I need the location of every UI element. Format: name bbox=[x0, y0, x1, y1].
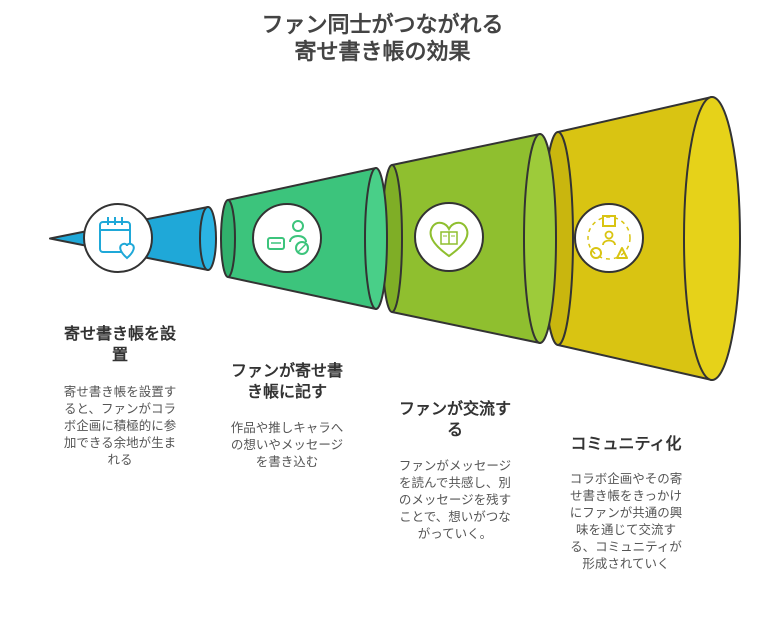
stage-3-heading-line: ファンが交流す bbox=[398, 399, 511, 418]
stage-2-heading-line: ファンが寄せ書 bbox=[230, 361, 343, 380]
stage-2-description: 作品や推しキャラへ の想いやメッセージ を書き込む bbox=[205, 419, 369, 470]
people-exchange-icon bbox=[252, 203, 322, 273]
stage-4-description: コラボ企画やその寄 せ書き帳をきっかけ にファンが共通の興 味を通じて交流す る… bbox=[540, 470, 712, 572]
stage-3-desc-line: のメッセージを残す bbox=[398, 492, 512, 507]
stage-1-desc-line: ボ企画に積極的に参 bbox=[63, 418, 177, 433]
diagram-title: ファン同士がつながれる 寄せ書き帳の効果 bbox=[0, 12, 765, 66]
stage-3-desc-line: を読んで共感し、別 bbox=[399, 475, 511, 490]
stage-2-desc-line: の想いやメッセージ bbox=[230, 437, 344, 452]
calendar-heart-icon bbox=[83, 203, 153, 273]
stage-4-desc-line: 形成されていく bbox=[582, 556, 670, 571]
stage-4-desc-line: る、コミュニティが bbox=[570, 539, 682, 554]
stage-2-heading: ファンが寄せ書 き帳に記す bbox=[205, 360, 369, 402]
stage-1-heading-line: 置 bbox=[111, 345, 128, 364]
stage-4-desc-line: にファンが共通の興 bbox=[569, 505, 683, 520]
stage-3-desc-line: ファンがメッセージ bbox=[398, 458, 512, 473]
stage-3-heading: ファンが交流す る bbox=[373, 398, 537, 440]
community-shapes-icon bbox=[574, 203, 644, 273]
stage-2-desc-line: を書き込む bbox=[255, 454, 319, 469]
stage-4-desc-line: コラボ企画やその寄 bbox=[569, 471, 683, 486]
heart-book-icon bbox=[414, 202, 484, 272]
stage-1-description: 寄せ書き帳を設置す ると、ファンがコラ ボ企画に積極的に参 加できる余地が生ま … bbox=[38, 383, 202, 468]
stage-4-heading: コミュニティ化 bbox=[540, 433, 712, 454]
title-line-2: 寄せ書き帳の効果 bbox=[294, 40, 471, 65]
stage-1-desc-line: れる bbox=[107, 452, 133, 467]
stage-4-desc-line: 味を通じて交流す bbox=[575, 522, 676, 537]
stage-3-heading-line: る bbox=[446, 420, 463, 439]
stage-2-desc-line: 作品や推しキャラへ bbox=[230, 420, 344, 435]
stage-4-desc-line: せ書き帳をきっかけ bbox=[569, 488, 682, 503]
stage-3-description: ファンがメッセージ を読んで共感し、別 のメッセージを残す ことで、想いがつな … bbox=[373, 457, 537, 542]
stage-1-heading: 寄せ書き帳を設 置 bbox=[38, 323, 202, 365]
stage-1-desc-line: 寄せ書き帳を設置す bbox=[63, 384, 177, 399]
stage-4-heading-line: コミュニティ化 bbox=[570, 434, 682, 453]
stage-1-desc-line: ると、ファンがコラ bbox=[63, 401, 176, 416]
stage-3-desc-line: ことで、想いがつな bbox=[399, 509, 511, 524]
title-line-1: ファン同士がつながれる bbox=[261, 13, 504, 38]
stage-3-desc-line: がっていく。 bbox=[417, 526, 493, 541]
stage-2-heading-line: き帳に記す bbox=[246, 382, 327, 401]
stage-1-desc-line: 加できる余地が生ま bbox=[63, 435, 177, 450]
stage-1-heading-line: 寄せ書き帳を設 bbox=[63, 324, 176, 343]
